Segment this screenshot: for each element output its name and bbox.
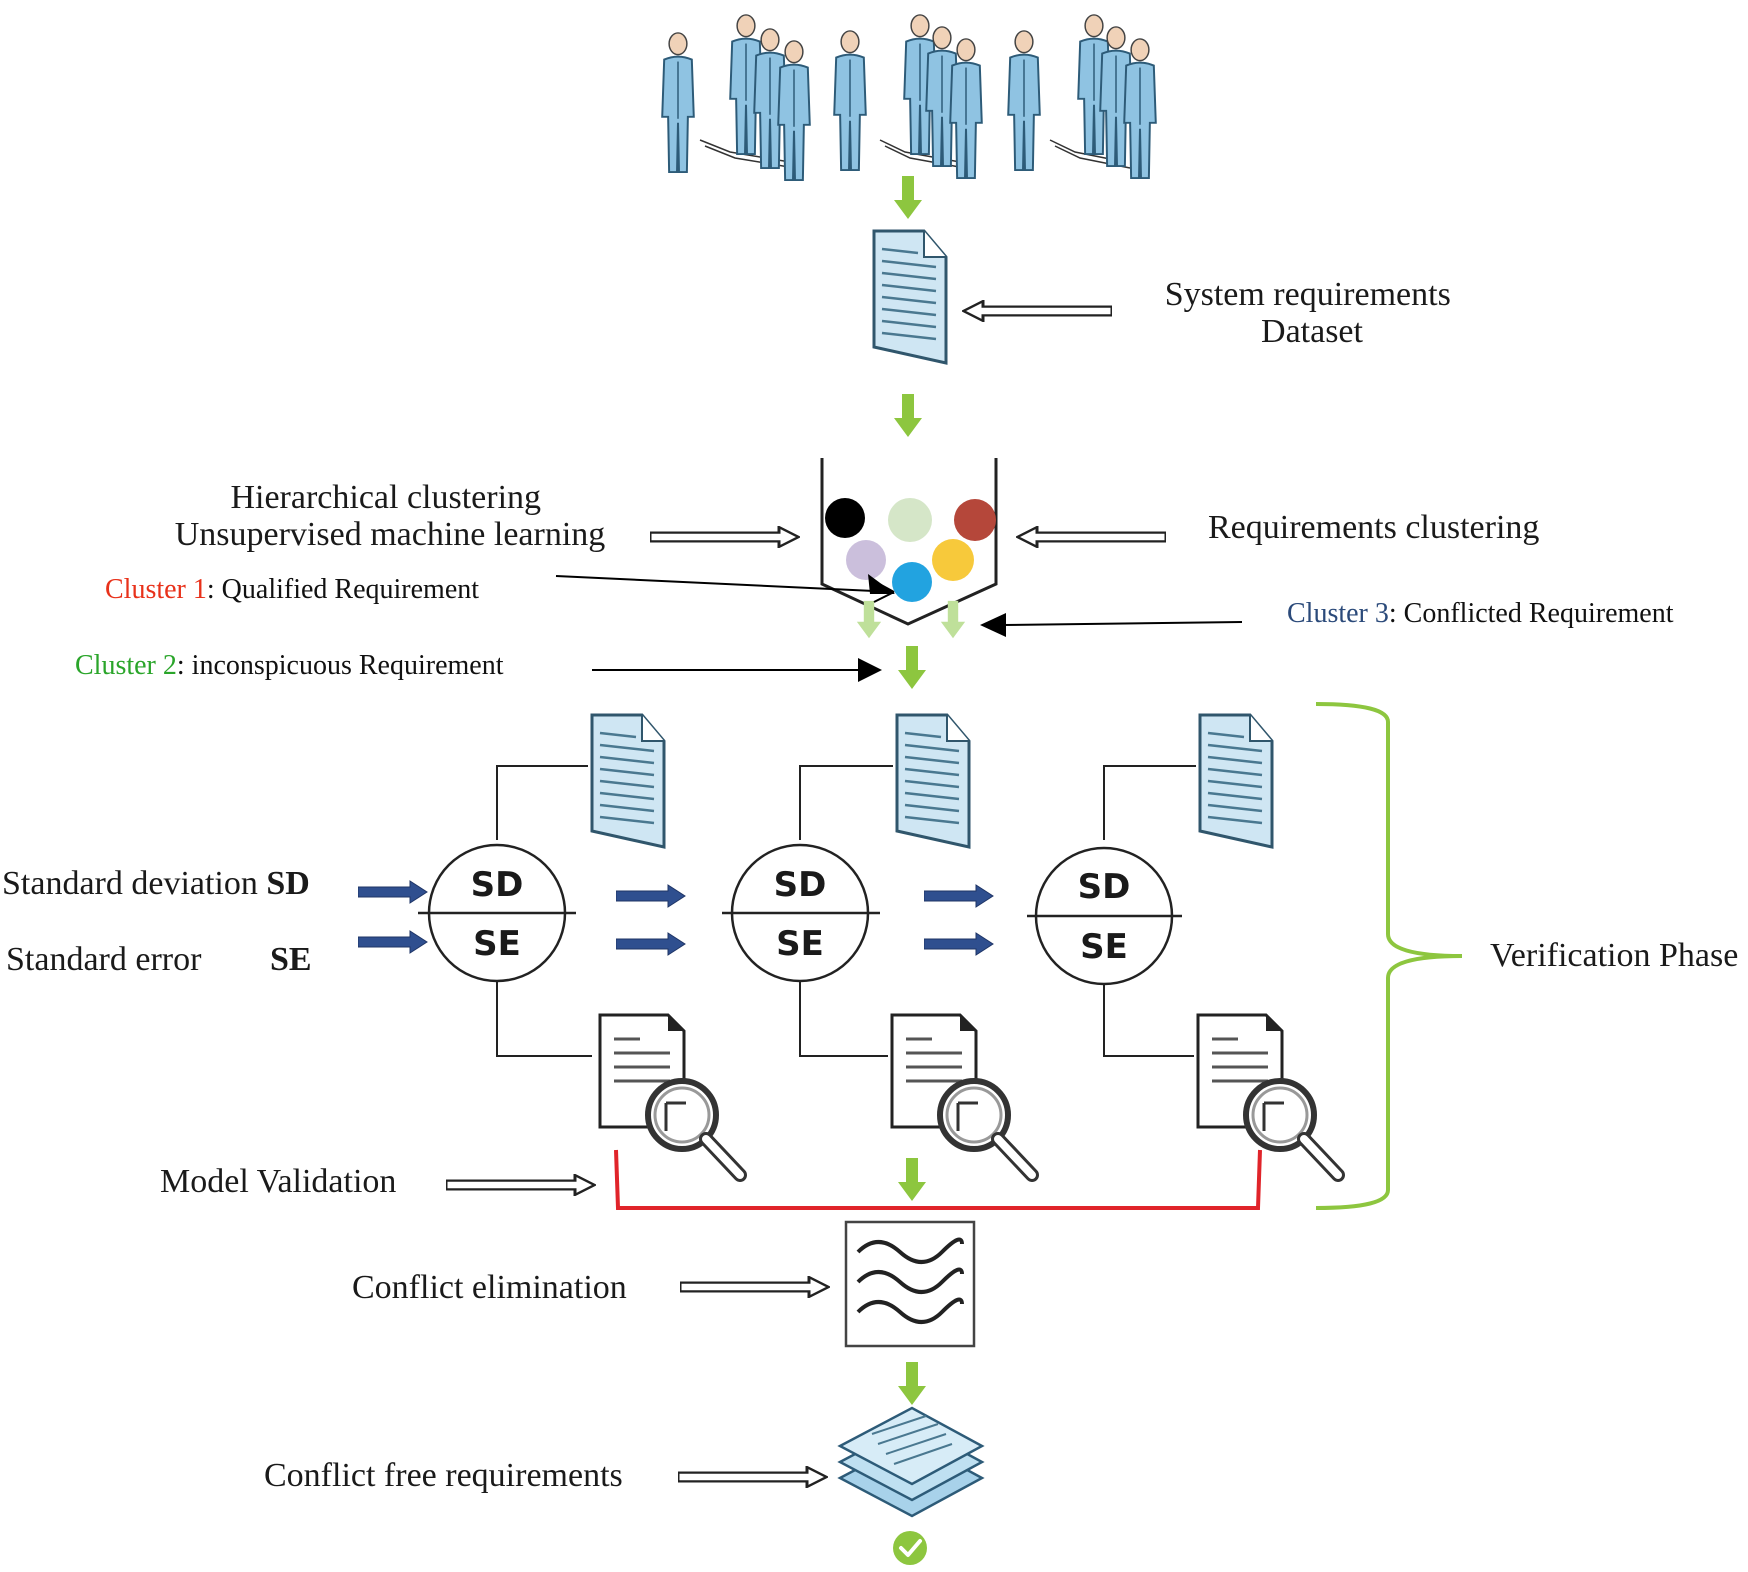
verification-stage-3: SD SE <box>1027 713 1338 1175</box>
input-arrow <box>650 526 800 548</box>
cluster-dot <box>932 539 974 581</box>
flow-arrow <box>898 1362 926 1405</box>
document-stack-icon <box>837 1406 985 1518</box>
standard-error-label: Standard error <box>6 941 202 978</box>
se-node-label: SE <box>1080 927 1128 967</box>
se-input-arrow <box>616 932 686 956</box>
sd-node-label: SD <box>774 865 827 905</box>
requirements-clustering-label: Requirements clustering <box>1208 509 1539 546</box>
model-validation-label: Model Validation <box>160 1163 396 1200</box>
se-node-label: SE <box>473 924 521 964</box>
verification-stages: SD SE SD SE SD SE <box>358 713 1338 1175</box>
check-circle-icon <box>893 1531 927 1565</box>
flow-arrow <box>894 176 922 219</box>
document-icon <box>590 713 666 849</box>
se-node-label: SE <box>776 924 824 964</box>
sd-input-arrow <box>924 884 994 908</box>
cluster-dot <box>954 499 996 541</box>
flow-arrow-light <box>856 600 882 639</box>
cluster-dot <box>846 540 886 580</box>
verification-stage-2: SD SE <box>722 713 1032 1175</box>
clustering-funnel-icon <box>820 458 998 626</box>
conflict-free-label: Conflict free requirements <box>264 1457 623 1494</box>
cluster-dot <box>825 498 865 538</box>
document-icon <box>1198 713 1274 849</box>
magnifier-document-icon <box>1198 1015 1338 1175</box>
cluster1-label: Cluster 1: Qualified Requirement <box>105 574 479 605</box>
conflict-elimination-label: Conflict elimination <box>352 1269 627 1306</box>
cluster2-label: Cluster 2: inconspicuous Requirement <box>75 650 504 681</box>
hierarchical-clustering-label: Hierarchical clustering Unsupervised mac… <box>175 479 606 553</box>
document-icon <box>895 713 971 849</box>
people-group-icon <box>661 13 1157 182</box>
input-arrow <box>680 1276 830 1298</box>
sd-node-label: SD <box>471 865 524 905</box>
magnifier-document-icon <box>600 1015 740 1175</box>
verification-brace <box>1315 702 1463 1210</box>
se-abbrev-label: SE <box>270 941 312 978</box>
verification-phase-label: Verification Phase <box>1490 937 1738 974</box>
flow-arrow <box>898 1158 926 1201</box>
cluster-dot <box>892 562 932 602</box>
magnifier-document-icon <box>892 1015 1032 1175</box>
input-arrow <box>962 300 1112 322</box>
sd-input-arrow <box>616 884 686 908</box>
cluster1-pointer <box>555 575 895 593</box>
se-input-arrow <box>358 930 428 954</box>
cluster-dot <box>888 498 932 542</box>
se-input-arrow <box>924 932 994 956</box>
waves-filter-icon <box>844 1220 976 1348</box>
standard-deviation-label: Standard deviation SD <box>2 865 310 902</box>
cluster3-pointer <box>1003 621 1243 626</box>
sd-input-arrow <box>358 880 428 904</box>
cluster3-label: Cluster 3: Conflicted Requirement <box>1287 598 1674 629</box>
document-icon <box>872 229 948 365</box>
system-requirements-label: System requirements Dataset <box>1165 276 1460 350</box>
flow-arrow <box>894 394 922 437</box>
input-arrow <box>678 1466 828 1488</box>
verification-stage-1: SD SE <box>418 713 740 1175</box>
sd-node-label: SD <box>1078 867 1131 907</box>
input-arrow <box>1016 526 1166 548</box>
input-arrow <box>446 1174 596 1196</box>
flow-arrow <box>898 646 926 689</box>
model-validation-bracket <box>614 1149 1262 1210</box>
